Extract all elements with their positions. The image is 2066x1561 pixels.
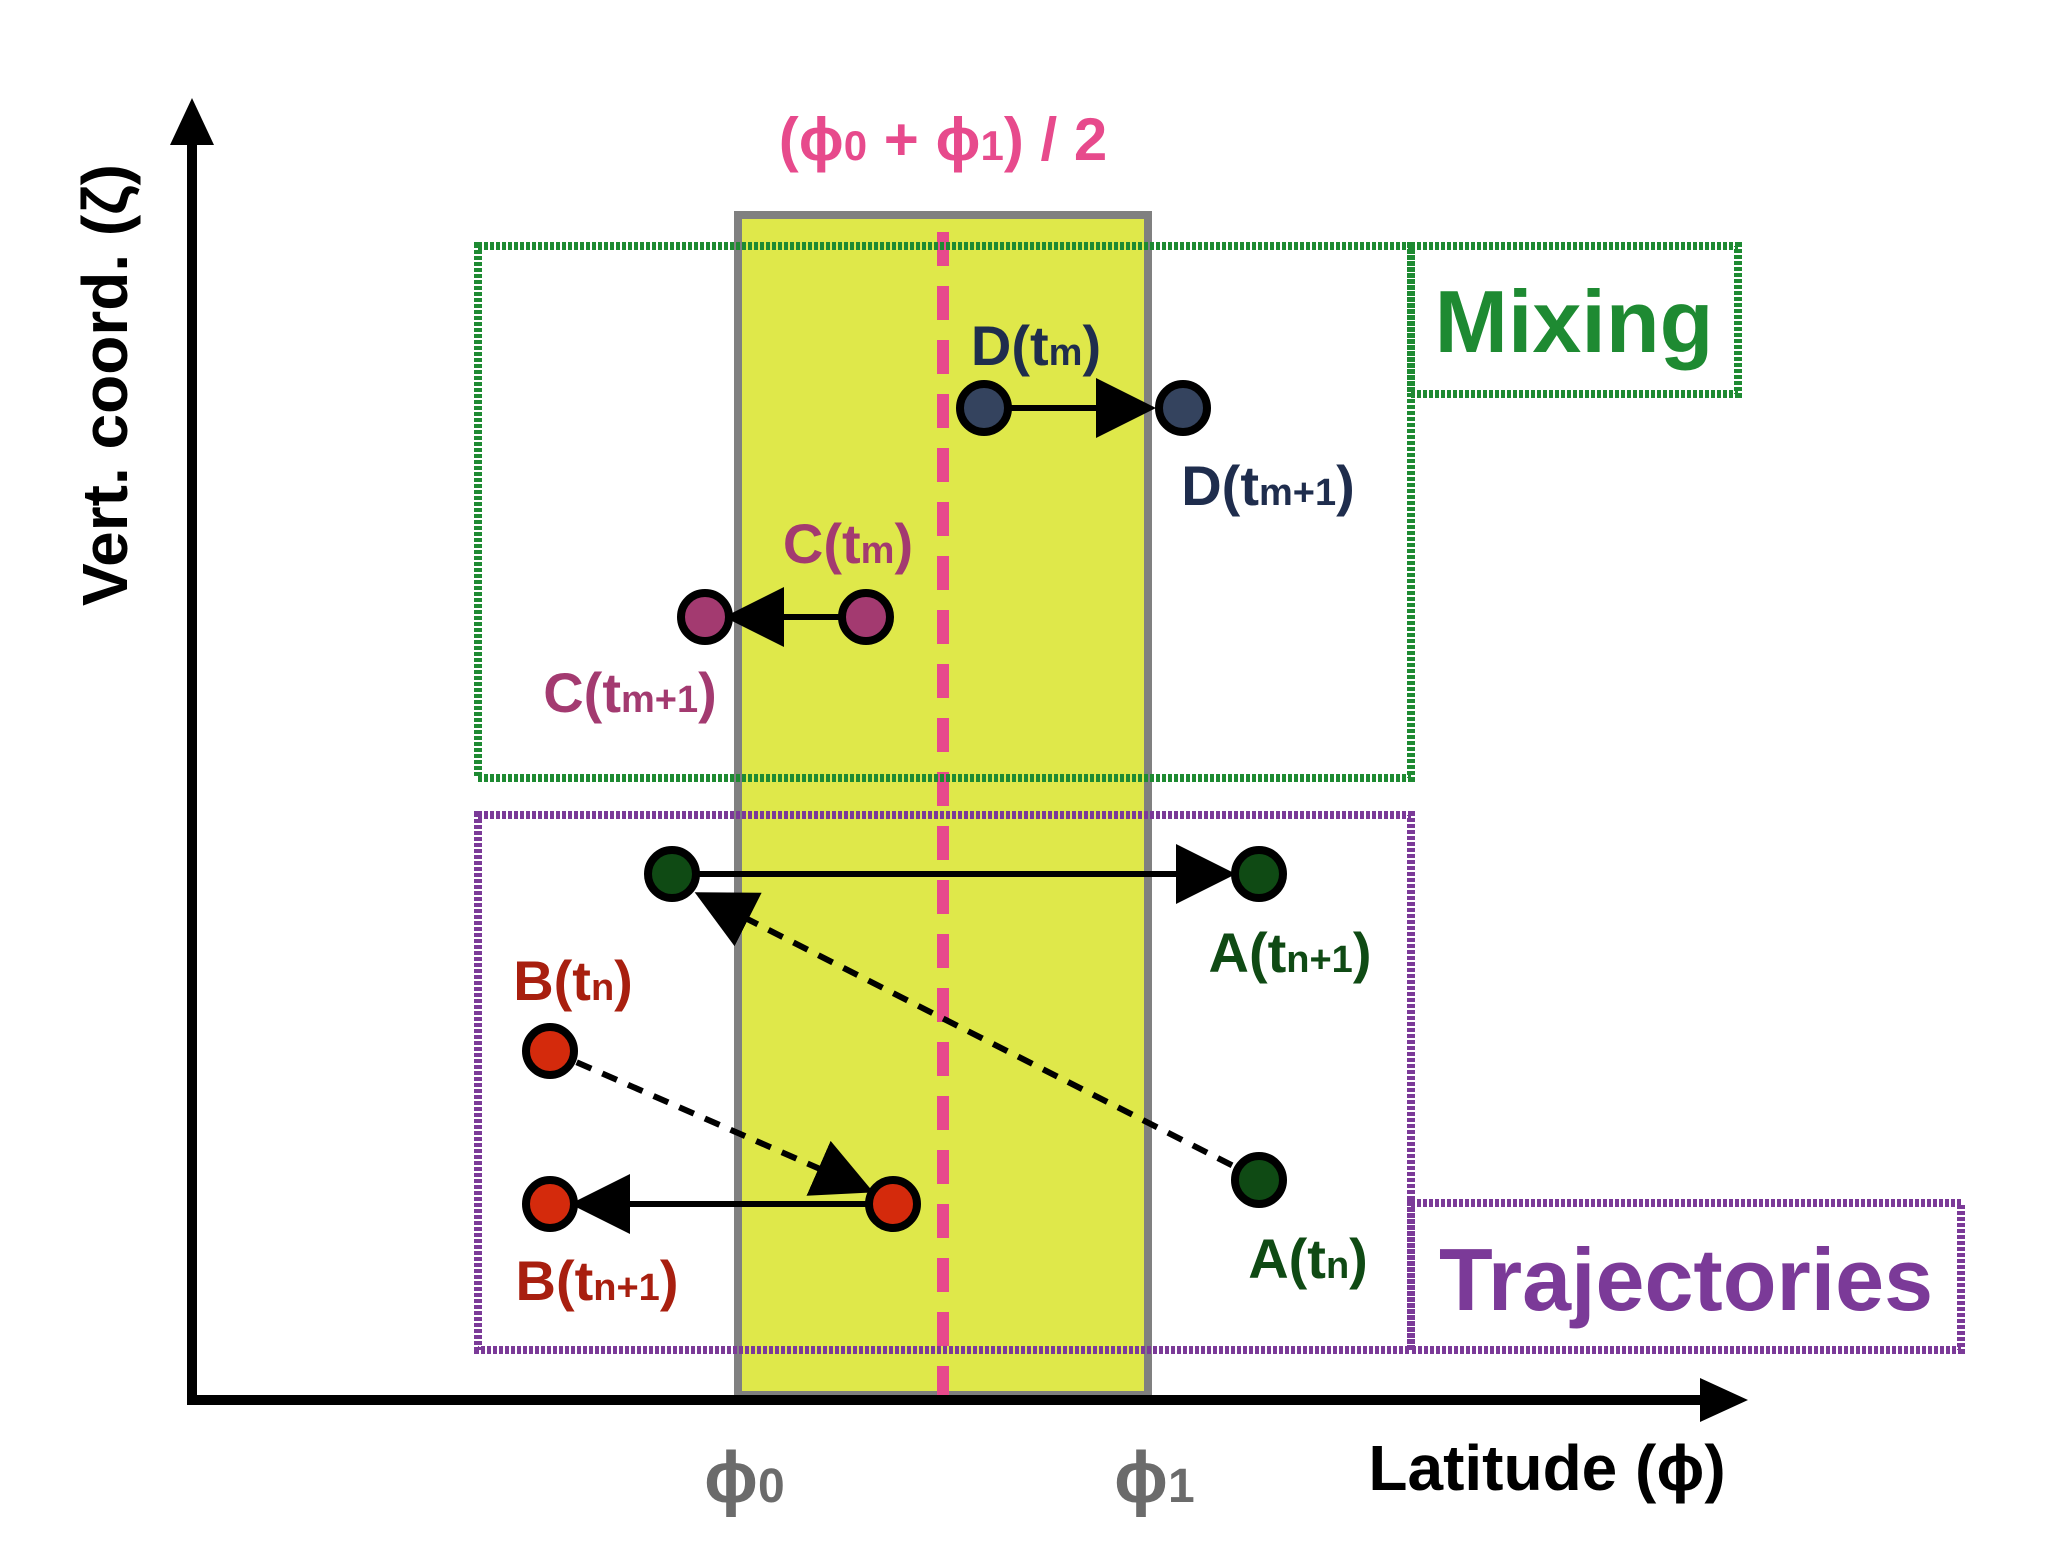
label-D-tm: D(tm) [971,314,1101,377]
tick-phi1: ϕ1 [1114,1438,1195,1518]
trajectories-region-box [474,811,1415,1354]
mixing-label: Mixing [1435,272,1714,371]
mixing-region-box [474,242,1415,782]
label-A-tn1-sub: n+1 [1286,939,1353,981]
midline-label-plus: + ϕ [867,106,980,173]
label-A-tn-close: ) [1349,1227,1368,1290]
point-A-tn1-start [644,846,700,902]
label-C-tm-base: C(t [783,512,861,575]
label-C-tm: C(tm) [783,512,913,575]
label-A-tn: A(tn) [1248,1227,1368,1290]
point-D-tm [956,380,1012,436]
label-D-tm1-base: D(t [1181,454,1259,517]
label-B-tn-sub: n [591,967,614,1009]
label-C-tm-sub: m [861,530,895,572]
label-B-tn-close: ) [614,949,633,1012]
midline-label: (ϕ0 + ϕ1) / 2 [779,106,1107,173]
tick-phi1-sub: 1 [1168,1460,1195,1513]
label-A-tn-base: A(t [1248,1227,1326,1290]
point-B-tn [522,1023,578,1079]
label-B-tn-base: B(t [513,949,591,1012]
label-B-tn1: B(tn+1) [516,1249,679,1312]
tick-phi0-sub: 0 [758,1460,785,1513]
point-A-tn1 [1231,846,1287,902]
point-C-tm1 [677,589,733,645]
label-A-tn-sub: n [1326,1245,1349,1287]
midline-label-open: (ϕ [779,106,844,173]
label-C-tm1-sub: m+1 [621,679,698,721]
label-D-tm1-close: ) [1336,454,1355,517]
trajectories-label-box [1407,1199,1965,1354]
midline-label-sub0: 0 [844,122,867,169]
label-B-tn1-close: ) [660,1249,679,1312]
x-axis-label: Latitude (ϕ) [1368,1432,1725,1504]
label-D-tm-sub: m [1049,332,1083,374]
point-B-tn1 [522,1176,578,1232]
midline-label-sub1: 1 [980,122,1003,169]
trajectories-label: Trajectories [1439,1230,1933,1329]
label-C-tm1-close: ) [698,661,717,724]
label-A-tn1: A(tn+1) [1209,921,1372,984]
label-D-tm-base: D(t [971,314,1049,377]
midline-label-close: ) / 2 [1004,106,1107,173]
label-B-tn1-base: B(t [516,1249,594,1312]
tick-phi0-symbol: ϕ [704,1438,758,1518]
y-axis-label: Vert. coord. (ζ) [69,164,141,606]
label-D-tm1-sub: m+1 [1259,472,1336,514]
label-C-tm-close: ) [894,512,913,575]
arrow-B-dashed [549,1048,874,1196]
tick-phi0: ϕ0 [704,1438,785,1518]
label-B-tn: B(tn) [513,949,633,1012]
label-C-tm1: C(tm+1) [543,661,717,724]
point-B-tn-mid [865,1176,921,1232]
tick-phi1-symbol: ϕ [1114,1438,1168,1518]
label-D-tm-close: ) [1082,314,1101,377]
point-D-tm1 [1155,380,1211,436]
arrow-A-dashed [694,892,1259,1181]
point-C-tm [838,589,894,645]
y-axis-arrowhead [170,98,214,145]
label-B-tn1-sub: n+1 [593,1267,660,1309]
label-D-tm1: D(tm+1) [1181,454,1355,517]
label-A-tn1-base: A(t [1209,921,1287,984]
label-A-tn1-close: ) [1353,921,1372,984]
point-A-tn [1231,1152,1287,1208]
label-C-tm1-base: C(t [543,661,621,724]
mixing-label-box [1407,242,1742,398]
x-axis-arrowhead [1700,1378,1748,1422]
